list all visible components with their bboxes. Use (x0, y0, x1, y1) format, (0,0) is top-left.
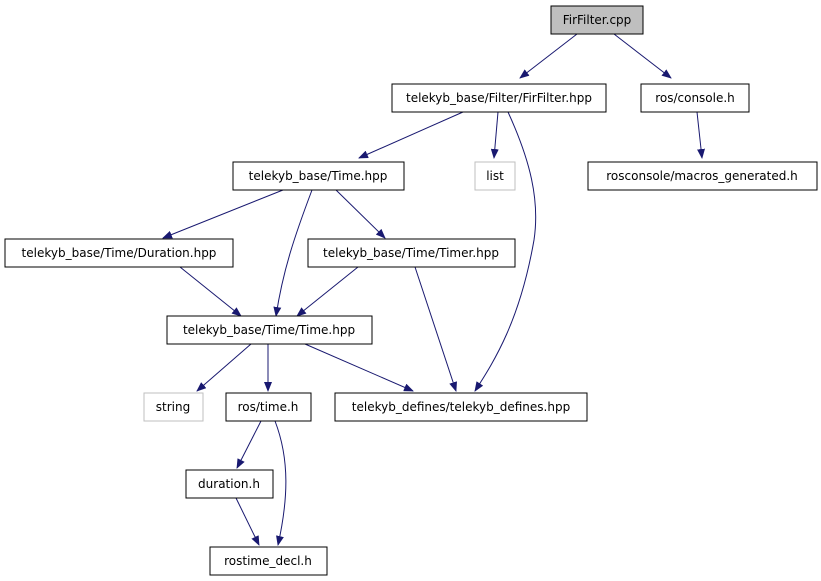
node-time-time-hpp[interactable]: telekyb_base/Time/Time.hpp (166, 315, 373, 345)
node-macros-generated[interactable]: rosconsole/macros_generated.h (587, 161, 818, 191)
node-timer-hpp[interactable]: telekyb_base/Time/Timer.hpp (307, 238, 516, 268)
node-label: telekyb_base/Time/Time.hpp (183, 323, 355, 337)
edge-timer-hpp-to-time-time-hpp (296, 266, 359, 317)
node-duration-h[interactable]: duration.h (185, 469, 274, 499)
edge-duration-h-to-rostime-decl (235, 497, 260, 546)
node-label: rosconsole/macros_generated.h (606, 169, 797, 183)
node-ros-time[interactable]: ros/time.h (225, 392, 312, 422)
node-label: telekyb_base/Filter/FirFilter.hpp (406, 91, 592, 105)
node-duration-hpp[interactable]: telekyb_base/Time/Duration.hpp (4, 238, 234, 268)
node-ros-console[interactable]: ros/console.h (640, 83, 750, 113)
node-box (225, 392, 312, 422)
node-firfilter-hpp[interactable]: telekyb_base/Filter/FirFilter.hpp (391, 83, 607, 113)
edge-firfilter-hpp-to-list (490, 111, 499, 159)
node-box (474, 161, 516, 191)
edge-ros-console-to-macros-generated (696, 111, 706, 159)
node-box (166, 315, 373, 345)
edge-time-hpp-to-duration-hpp (162, 189, 284, 239)
node-label: telekyb_base/Time/Duration.hpp (22, 246, 217, 260)
edge-time-time-hpp-to-telekyb-defines (304, 343, 414, 392)
node-box (640, 83, 750, 113)
node-box (587, 161, 818, 191)
edge-timer-hpp-to-telekyb-defines (414, 266, 457, 392)
node-list[interactable]: list (474, 161, 516, 191)
edge-firfilter-cpp-to-ros-console (613, 33, 672, 79)
edge-time-hpp-to-timer-hpp (335, 189, 386, 239)
node-label: rostime_decl.h (224, 554, 312, 568)
node-label: string (156, 400, 190, 414)
nodes-layer: FirFilter.cpp telekyb_base/Filter/FirFil… (4, 5, 818, 576)
node-time-hpp[interactable]: telekyb_base/Time.hpp (232, 161, 405, 191)
node-box (143, 392, 204, 422)
node-box (232, 161, 405, 191)
node-label: ros/time.h (238, 400, 299, 414)
node-box (550, 5, 644, 35)
node-label: ros/console.h (655, 91, 735, 105)
node-string[interactable]: string (143, 392, 204, 422)
node-box (391, 83, 607, 113)
node-label: duration.h (198, 477, 260, 491)
edge-firfilter-cpp-to-firfilter-hpp (519, 33, 578, 79)
node-label: FirFilter.cpp (563, 13, 632, 27)
node-box (4, 238, 234, 268)
node-label: telekyb_base/Time/Timer.hpp (323, 246, 499, 260)
edge-firfilter-hpp-to-telekyb-defines (474, 111, 537, 392)
edge-time-time-hpp-to-string (196, 343, 252, 392)
node-box (209, 546, 328, 576)
node-label: list (486, 169, 504, 183)
node-box (334, 392, 588, 422)
edge-ros-time-to-duration-h (236, 420, 262, 469)
edge-time-hpp-to-time-time-hpp (273, 189, 313, 317)
node-firfilter-cpp[interactable]: FirFilter.cpp (550, 5, 644, 35)
edge-firfilter-hpp-to-time-hpp (358, 111, 464, 159)
edge-duration-hpp-to-time-time-hpp (179, 266, 242, 317)
node-box (185, 469, 274, 499)
node-rostime-decl[interactable]: rostime_decl.h (209, 546, 328, 576)
node-box (307, 238, 516, 268)
node-label: telekyb_base/Time.hpp (249, 169, 388, 183)
edge-ros-time-to-rostime-decl (274, 420, 287, 546)
node-telekyb-defines[interactable]: telekyb_defines/telekyb_defines.hpp (334, 392, 588, 422)
node-label: telekyb_defines/telekyb_defines.hpp (352, 400, 570, 414)
edges-layer (162, 33, 706, 546)
